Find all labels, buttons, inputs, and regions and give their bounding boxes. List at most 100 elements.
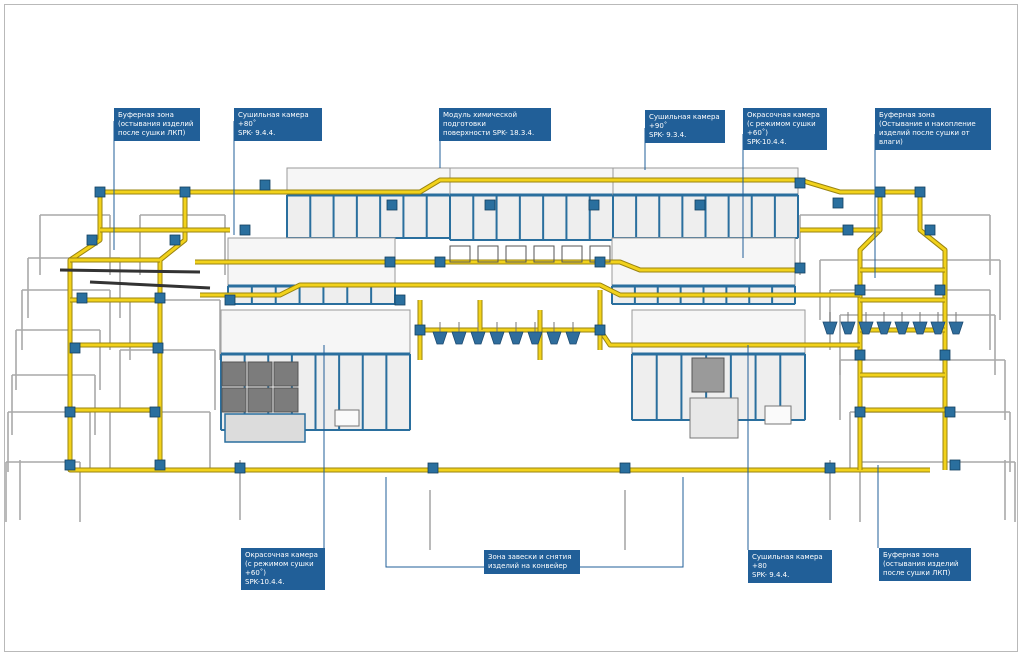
drive-unit — [832, 197, 844, 209]
drive-unit — [588, 199, 600, 211]
drive-unit — [939, 349, 951, 361]
drive-unit — [824, 462, 836, 474]
hanging-part — [451, 331, 467, 345]
hanging-part — [470, 331, 486, 345]
hanging-part — [489, 331, 505, 345]
callout-drying-bottom-right: Сушильная камера +80 SPK- 9.4.4. — [748, 550, 832, 583]
chem-tank-basket — [449, 245, 471, 263]
drive-unit — [934, 284, 946, 296]
drive-unit — [234, 462, 246, 474]
chem-tank-basket — [533, 245, 555, 263]
conveyor-track — [100, 178, 920, 194]
drive-unit — [914, 186, 926, 198]
drive-unit — [64, 406, 76, 418]
drive-unit — [76, 292, 88, 304]
filter-panel — [247, 361, 273, 387]
drive-unit — [69, 342, 81, 354]
drive-unit — [619, 462, 631, 474]
drive-unit — [386, 199, 398, 211]
drive-unit — [394, 294, 406, 306]
drive-unit — [484, 199, 496, 211]
chem-tank-basket — [477, 245, 499, 263]
drive-unit — [427, 462, 439, 474]
callout-buffer-bottom-right: Буферная зона (остывания изделий после с… — [879, 548, 971, 581]
hanging-part — [858, 321, 874, 335]
leader-line — [385, 477, 484, 568]
drive-unit — [259, 179, 271, 191]
drive-unit — [854, 349, 866, 361]
drive-unit — [154, 459, 166, 471]
burner-unit — [691, 357, 725, 393]
drive-unit — [944, 406, 956, 418]
conveyor-track — [420, 328, 860, 347]
drive-unit — [152, 342, 164, 354]
drive-unit — [694, 199, 706, 211]
drive-unit — [854, 406, 866, 418]
booth-wall — [449, 194, 614, 241]
drive-unit — [594, 256, 606, 268]
callout-paint-top-right: Окрасочная камера (с режимом сушки +60˚)… — [743, 108, 827, 150]
callout-buffer-top-right: Буферная зона (Остывание и накопление из… — [875, 108, 991, 150]
booth-roof — [220, 309, 411, 355]
hanging-part — [948, 321, 964, 335]
hanging-part — [840, 321, 856, 335]
drive-unit — [414, 324, 426, 336]
support-frames — [5, 214, 1016, 550]
filter-panel — [221, 387, 247, 413]
hanging-part — [822, 321, 838, 335]
drive-unit — [149, 406, 161, 418]
drive-unit — [924, 224, 936, 236]
drive-unit — [874, 186, 886, 198]
drive-unit — [854, 284, 866, 296]
drive-unit — [154, 292, 166, 304]
conveyor-track — [195, 260, 800, 272]
hanging-part — [432, 331, 448, 345]
hanging-part — [546, 331, 562, 345]
callout-buffer-top-left: Буферная зона (остывания изделий после с… — [114, 108, 200, 141]
callout-drying-top-right: Сушильная камера +90˚ SPK- 9.3.4. — [645, 110, 725, 143]
conveyor-track — [200, 283, 860, 297]
drive-unit — [239, 224, 251, 236]
drive-unit — [94, 186, 106, 198]
paint-booth-filters — [221, 357, 792, 443]
control-cabinet — [334, 409, 360, 427]
page-frame — [4, 4, 1018, 652]
conveyor-drive-units — [64, 177, 961, 474]
callout-leaders — [113, 121, 879, 568]
buffer-rail — [89, 280, 211, 290]
callout-loading-zone: Зона завески и снятия изделий на конвейе… — [484, 550, 580, 574]
drive-unit — [384, 256, 396, 268]
leader-line — [580, 477, 684, 568]
hangers — [59, 245, 964, 345]
drive-unit — [794, 262, 806, 274]
booths — [220, 167, 806, 443]
hanging-part — [894, 321, 910, 335]
drive-unit — [169, 234, 181, 246]
buffer-rail — [59, 268, 201, 274]
drive-unit — [86, 234, 98, 246]
callout-drying-top-left: Сушильная камера +80˚ SPK- 9.4.4. — [234, 108, 322, 141]
hanging-part — [876, 321, 892, 335]
control-cabinet — [764, 405, 792, 425]
drive-unit — [594, 324, 606, 336]
drive-unit — [179, 186, 191, 198]
drive-unit — [434, 256, 446, 268]
filter-panel — [247, 387, 273, 413]
drive-unit — [224, 294, 236, 306]
drive-unit — [842, 224, 854, 236]
hanging-part — [912, 321, 928, 335]
service-doors — [224, 413, 306, 443]
callout-paint-bottom-left: Окрасочная камера (с режимом сушки +60˚)… — [241, 548, 325, 590]
filter-panel — [273, 361, 299, 387]
hanging-part — [930, 321, 946, 335]
conveyor-track-edge — [157, 192, 188, 470]
hanging-part — [508, 331, 524, 345]
booth-roof — [611, 237, 796, 287]
filter-panel — [273, 387, 299, 413]
drive-unit — [64, 459, 76, 471]
chem-tank-basket — [561, 245, 583, 263]
heater-unit — [689, 397, 739, 439]
filter-panel — [221, 361, 247, 387]
drive-unit — [794, 177, 806, 189]
conveyor-track — [158, 192, 187, 470]
